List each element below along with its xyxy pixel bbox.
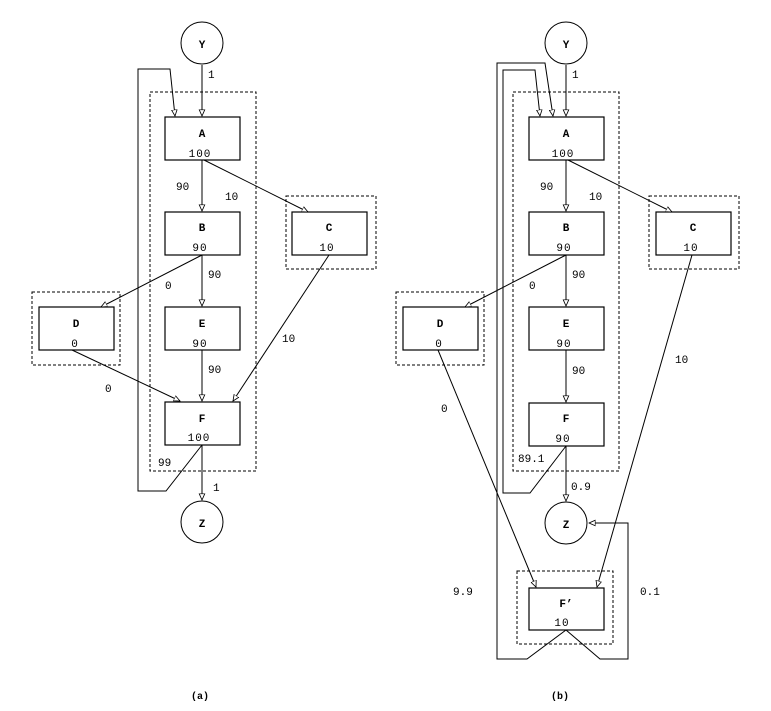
cluster-d-a: [31, 291, 121, 366]
edge-label-f-a: 99: [158, 458, 171, 470]
node-name: E: [563, 319, 570, 331]
edge-label-a-c: 10: [589, 192, 602, 204]
node-d-b: D 0: [402, 306, 479, 351]
node-name: C: [326, 223, 333, 235]
node-f-prime-b: F’ 10: [528, 587, 605, 631]
node-name: F: [563, 414, 570, 426]
node-count: 90: [192, 339, 207, 351]
panel-a: Y Z A 100 B 90 C 10 D 0 E: [31, 21, 377, 703]
node-name: A: [563, 129, 570, 141]
edge-label-y-a: 1: [572, 70, 579, 82]
node-name: F: [199, 414, 206, 426]
node-c-b: C 10: [655, 211, 732, 256]
edge-a-c: [203, 159, 308, 212]
edge-b-d: [101, 254, 203, 307]
node-name: E: [199, 319, 206, 331]
edge-label-b-e: 90: [208, 270, 221, 282]
edge-b-d: [465, 254, 567, 307]
cluster-d-b: [395, 291, 485, 366]
node-name: B: [199, 223, 206, 235]
edge-label-e-f: 90: [208, 365, 221, 377]
edge-label-b-d: 0: [529, 281, 536, 293]
caption-a: (a): [191, 691, 209, 703]
exit-node-z-a: Z: [180, 500, 224, 544]
node-name: D: [437, 319, 444, 331]
node-count: 10: [683, 243, 698, 255]
edge-label-e-f: 90: [572, 366, 585, 378]
edge-label-c-f: 10: [282, 334, 295, 346]
entry-node-y-b: Y: [544, 21, 588, 65]
cluster-c-a: [285, 195, 377, 270]
panel-b: Y Z A 100 B 90 C 10 D 0 E: [395, 21, 740, 703]
node-count: 90: [556, 243, 571, 255]
edge-c-fprime: [597, 254, 693, 587]
node-count: 90: [556, 339, 571, 351]
node-d-a: D 0: [38, 306, 115, 351]
edge-label-d-fprime: 0: [441, 404, 448, 416]
edge-label-fprime-z: 0.1: [640, 587, 660, 599]
edge-label-y-a: 1: [208, 70, 215, 82]
node-count: 100: [189, 149, 212, 161]
edge-label-a-c: 10: [225, 192, 238, 204]
node-c-a: C 10: [291, 211, 368, 256]
edge-label-d-f: 0: [105, 384, 112, 396]
entry-node-y-a: Y: [180, 21, 224, 65]
exit-node-z-b: Z: [544, 501, 588, 545]
edge-a-c: [567, 159, 672, 212]
node-f-a: F 100: [164, 401, 241, 446]
edge-f-a: [502, 69, 567, 494]
edge-label-f-z: 0.9: [571, 482, 591, 494]
node-count: 10: [319, 243, 334, 255]
edge-label-b-d: 0: [165, 281, 172, 293]
node-count: 90: [555, 434, 570, 446]
edge-label-b-e: 90: [572, 270, 585, 282]
node-e-a: E 90: [164, 306, 241, 351]
edge-fprime-z: [565, 523, 629, 660]
node-b-b: B 90: [528, 211, 605, 256]
edge-label-f-a: 89.1: [518, 454, 545, 466]
node-count: 0: [435, 339, 443, 351]
exit-label: Z: [563, 520, 570, 532]
entry-label: Y: [199, 40, 206, 52]
node-name: B: [563, 223, 570, 235]
edge-f-a: [137, 68, 203, 492]
node-name: D: [73, 319, 80, 331]
exit-label: Z: [199, 519, 206, 531]
node-a-a: A 100: [164, 116, 241, 161]
entry-label: Y: [563, 40, 570, 52]
node-a-b: A 100: [528, 116, 605, 161]
edge-label-a-b: 90: [540, 182, 553, 194]
edge-c-f: [233, 254, 330, 401]
node-name: A: [199, 129, 206, 141]
node-f-b: F 90: [528, 402, 605, 447]
node-name: C: [690, 223, 697, 235]
edge-d-fprime: [437, 349, 536, 587]
edge-label-a-b: 90: [176, 182, 189, 194]
edge-label-fprime-a: 9.9: [453, 587, 473, 599]
edge-label-f-z: 1: [213, 483, 220, 495]
edge-fprime-a: [496, 62, 567, 660]
edge-label-c-fprime: 10: [675, 355, 688, 367]
caption-b: (b): [551, 691, 569, 703]
cluster-c-b: [648, 195, 740, 270]
node-count: 100: [552, 149, 575, 161]
node-count: 90: [192, 243, 207, 255]
node-name: F’: [559, 599, 572, 611]
node-count: 10: [554, 618, 569, 630]
node-count: 100: [188, 433, 211, 445]
node-count: 0: [71, 339, 79, 351]
cluster-fp-b: [516, 570, 614, 645]
node-b-a: B 90: [164, 211, 241, 256]
edge-d-f: [71, 349, 180, 402]
node-e-b: E 90: [528, 306, 605, 351]
